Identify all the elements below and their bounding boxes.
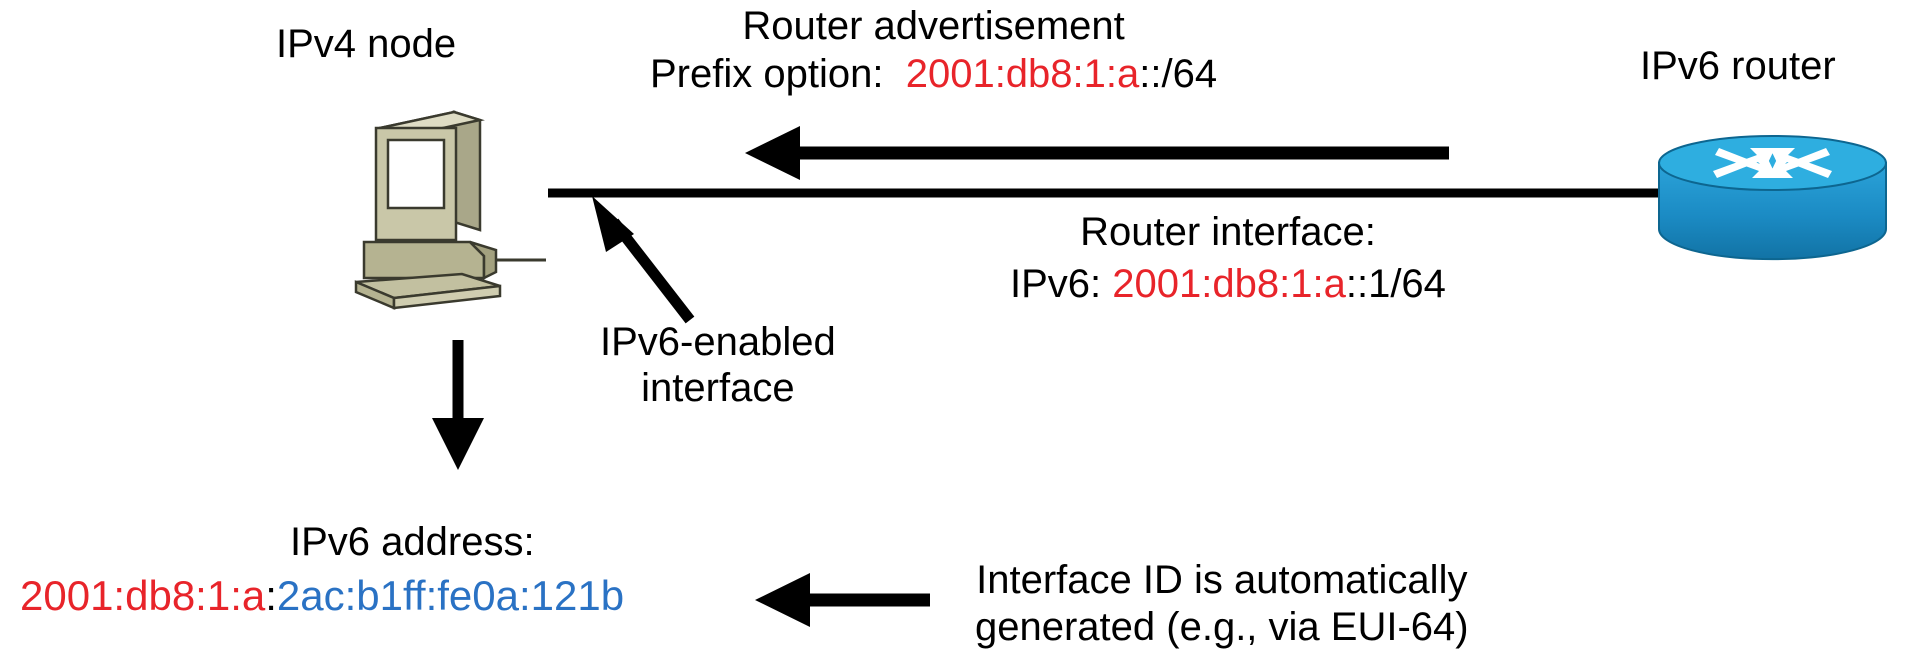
node-address-separator: : (265, 571, 277, 619)
router-interface-address-line: IPv6: 2001:db8:1:a::1/64 (1010, 262, 1446, 308)
ipv4-node-label: IPv4 node (276, 22, 457, 66)
eui64-note-line1: Interface ID is automatically (976, 558, 1468, 602)
interface-callout-line1: IPv6-enabled (600, 320, 836, 364)
node-address-prefix: 2001:db8:1:a (20, 571, 266, 619)
eui64-note: Interface ID is automatically generated … (975, 557, 1469, 651)
interface-callout-line2: interface (641, 365, 795, 410)
router-advertisement-arrow (745, 126, 1449, 180)
router-interface-title: Router interface: (1080, 210, 1376, 254)
node-address-interface-id: 2ac:b1ff:fe0a:121b (276, 571, 625, 619)
router-interface-block: Router interface: IPv6: 2001:db8:1:a::1/… (1010, 210, 1446, 307)
eui-note-arrow (755, 573, 930, 627)
ipv6-router-icon (1658, 135, 1887, 261)
router-interface-suffix: ::1/64 (1345, 261, 1446, 306)
router-interface-prefix: 2001:db8:1:a (1112, 261, 1346, 306)
prefix-option-line: Prefix option: 2001:db8:1:a::/64 (650, 52, 1217, 98)
ipv4-node-computer-icon (354, 110, 546, 310)
node-address-arrow (432, 340, 484, 470)
router-advertisement-title: Router advertisement (742, 4, 1125, 48)
prefix-option-suffix: ::/64 (1139, 51, 1218, 96)
node-ipv6-address-block: IPv6 address: 2001:db8:1:a:2ac:b1ff:fe0a… (20, 520, 624, 619)
node-address-value: 2001:db8:1:a:2ac:b1ff:fe0a:121b (20, 572, 624, 620)
ipv6-router-label: IPv6 router (1640, 44, 1836, 88)
node-address-caption: IPv6 address: (290, 520, 535, 564)
router-advertisement-block: Router advertisement Prefix option: 2001… (650, 4, 1217, 97)
ipv6-enabled-interface-callout: IPv6-enabled interface (600, 320, 836, 411)
prefix-option-label: Prefix option: (650, 51, 884, 96)
eui64-note-line2: generated (e.g., via EUI-64) (975, 605, 1469, 650)
router-interface-ipv6-label: IPv6: (1010, 261, 1102, 306)
interface-callout-arrow (592, 196, 695, 324)
prefix-option-prefix: 2001:db8:1:a (905, 51, 1140, 96)
